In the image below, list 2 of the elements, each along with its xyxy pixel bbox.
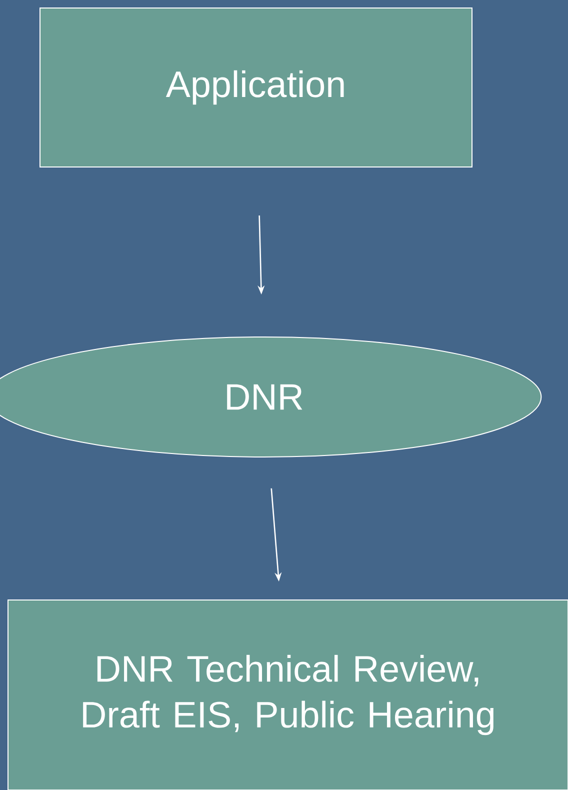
process-box: Application [40,8,472,168]
process-box: DNR Technical Review, Draft EIS, Public Hearing [8,600,568,790]
